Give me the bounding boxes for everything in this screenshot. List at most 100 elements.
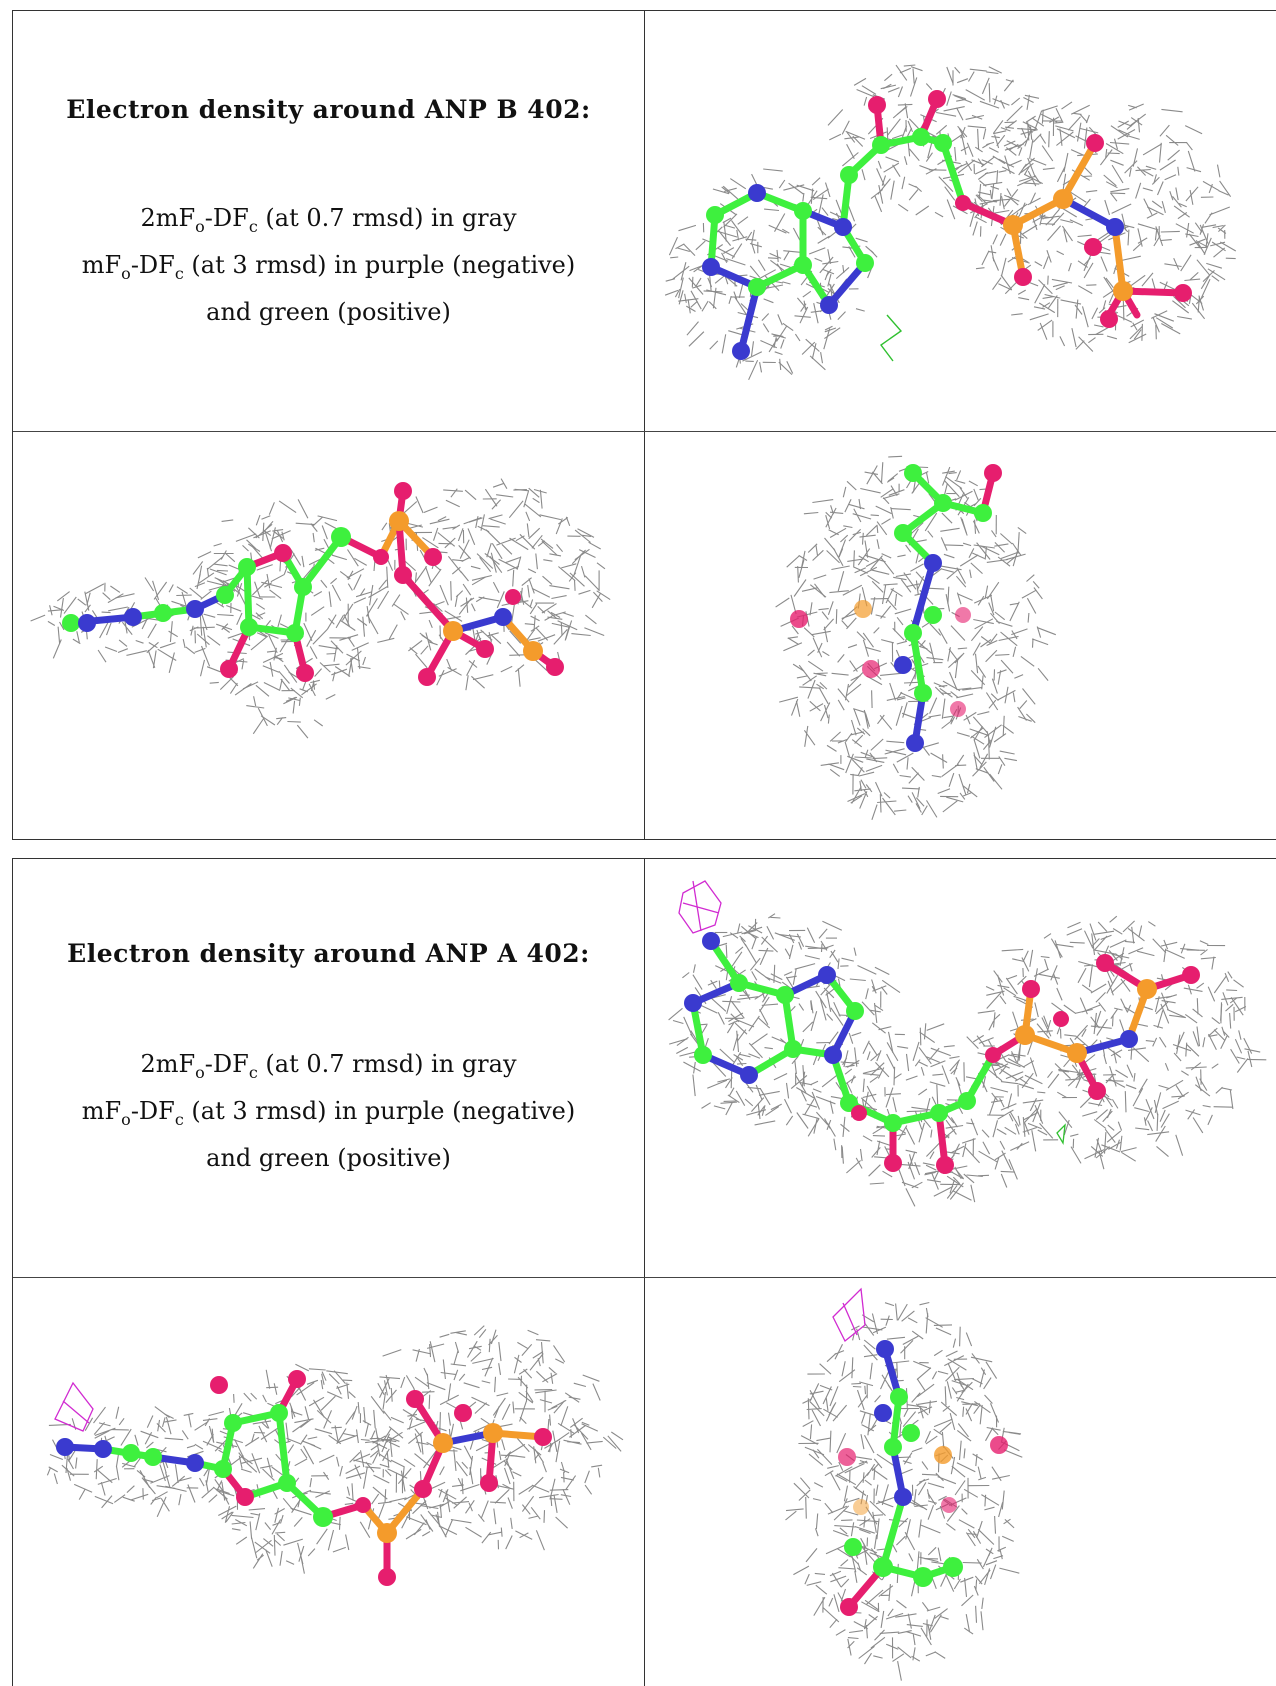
- mesh-segment: [347, 570, 354, 581]
- mesh-segment: [799, 686, 821, 689]
- mesh-segment: [1056, 987, 1063, 1001]
- mesh-segment: [960, 517, 968, 536]
- mesh-segment: [992, 155, 1006, 165]
- mesh-segment: [366, 606, 371, 624]
- mesh-segment: [301, 555, 305, 568]
- mesh-segment: [892, 1097, 897, 1113]
- mesh-segment: [1094, 949, 1115, 955]
- mesh-segment: [928, 1047, 940, 1061]
- mesh-segment: [805, 338, 820, 352]
- mesh-segment: [876, 1140, 881, 1156]
- mesh-segment: [959, 792, 966, 800]
- mesh-segment: [1037, 627, 1056, 636]
- mesh-segment: [198, 572, 215, 584]
- mesh-segment: [885, 1612, 904, 1620]
- mesh-segment: [827, 1505, 848, 1515]
- mesh-segment: [542, 1373, 558, 1383]
- mesh-segment: [1108, 1078, 1126, 1088]
- mesh-segment: [863, 1344, 878, 1361]
- mesh-segment: [999, 233, 1007, 246]
- mesh-segment: [1056, 131, 1074, 146]
- mesh-segment: [1081, 306, 1089, 328]
- mesh-segment: [1048, 131, 1050, 148]
- mesh-segment: [1001, 1535, 1014, 1542]
- mesh-segment: [490, 634, 502, 645]
- mesh-segment: [1075, 1070, 1085, 1089]
- mesh-segment: [960, 146, 969, 152]
- mesh-segment: [47, 609, 63, 612]
- mesh-segment: [977, 194, 988, 205]
- mesh-segment: [384, 1489, 387, 1503]
- mesh-segment: [218, 1505, 237, 1516]
- mesh-segment: [517, 668, 521, 687]
- mesh-segment: [950, 1456, 956, 1475]
- mesh-segment: [885, 749, 907, 756]
- mesh-segment: [991, 183, 995, 200]
- mesh-segment: [262, 652, 284, 663]
- mesh-segment: [918, 1088, 928, 1096]
- mesh-segment: [974, 1575, 983, 1585]
- mesh-segment: [824, 325, 833, 331]
- mesh-segment: [965, 1408, 973, 1422]
- mesh-segment: [813, 1117, 818, 1134]
- mesh-segment: [790, 594, 797, 615]
- mesh-segment: [346, 1382, 350, 1399]
- mesh-segment: [279, 560, 282, 572]
- mesh-segment: [680, 262, 687, 281]
- mesh-segment: [956, 1383, 969, 1402]
- mesh-segment: [916, 1383, 935, 1398]
- mesh-segment: [1169, 191, 1174, 201]
- mesh-segment: [1088, 1102, 1103, 1107]
- mesh-segment: [1001, 948, 1024, 952]
- mesh-segment: [799, 306, 809, 324]
- mesh-segment: [966, 1036, 979, 1049]
- mesh-segment: [837, 571, 845, 592]
- mesh-segment: [573, 579, 576, 591]
- mesh-segment: [475, 516, 479, 529]
- mesh-segment: [730, 1070, 733, 1089]
- mesh-segment: [988, 66, 1002, 74]
- mesh-segment: [1159, 159, 1176, 171]
- mesh-segment: [226, 604, 242, 612]
- mesh-segment: [887, 1031, 894, 1054]
- mesh-segment: [794, 1060, 797, 1075]
- mesh-segment: [102, 592, 111, 601]
- mesh-segment: [1017, 289, 1026, 295]
- mesh-segment: [93, 1421, 106, 1435]
- mesh-segment: [822, 260, 839, 265]
- mesh-segment: [1009, 1111, 1020, 1127]
- mesh-segment: [847, 793, 866, 803]
- mesh-segment: [1070, 1146, 1082, 1164]
- mesh-segment: [718, 230, 732, 246]
- mesh-segment: [990, 1086, 1009, 1093]
- mesh-segment: [515, 535, 525, 542]
- mesh-segment: [181, 1430, 189, 1440]
- mesh-segment: [306, 629, 317, 647]
- mesh-segment: [1066, 928, 1083, 936]
- mesh-segment: [85, 583, 105, 595]
- mesh-segment: [488, 631, 492, 643]
- mesh-segment: [250, 635, 268, 651]
- mesh-segment: [965, 89, 986, 101]
- mesh-segment: [916, 1367, 932, 1381]
- mesh-segment: [794, 333, 801, 342]
- mesh-segment: [989, 189, 993, 199]
- mesh-segment: [846, 143, 855, 159]
- mesh-segment: [897, 1045, 909, 1049]
- mesh-segment: [876, 1050, 882, 1062]
- mesh-segment: [990, 594, 995, 612]
- mesh-segment: [841, 1361, 846, 1377]
- mesh-segment: [956, 1462, 976, 1473]
- mesh-segment: [266, 1457, 273, 1478]
- mesh-segment: [1152, 1037, 1158, 1047]
- mesh-segment: [1000, 659, 1014, 674]
- mesh-segment: [841, 1519, 853, 1521]
- mesh-segment: [178, 1493, 182, 1506]
- mesh-segment: [1219, 241, 1237, 252]
- mesh-segment: [182, 638, 186, 649]
- ball-and-stick-model: [838, 1340, 1008, 1616]
- mesh-segment: [793, 1565, 810, 1576]
- mesh-segment: [197, 551, 212, 559]
- mesh-segment: [290, 1410, 303, 1416]
- mesh-segment: [766, 926, 775, 940]
